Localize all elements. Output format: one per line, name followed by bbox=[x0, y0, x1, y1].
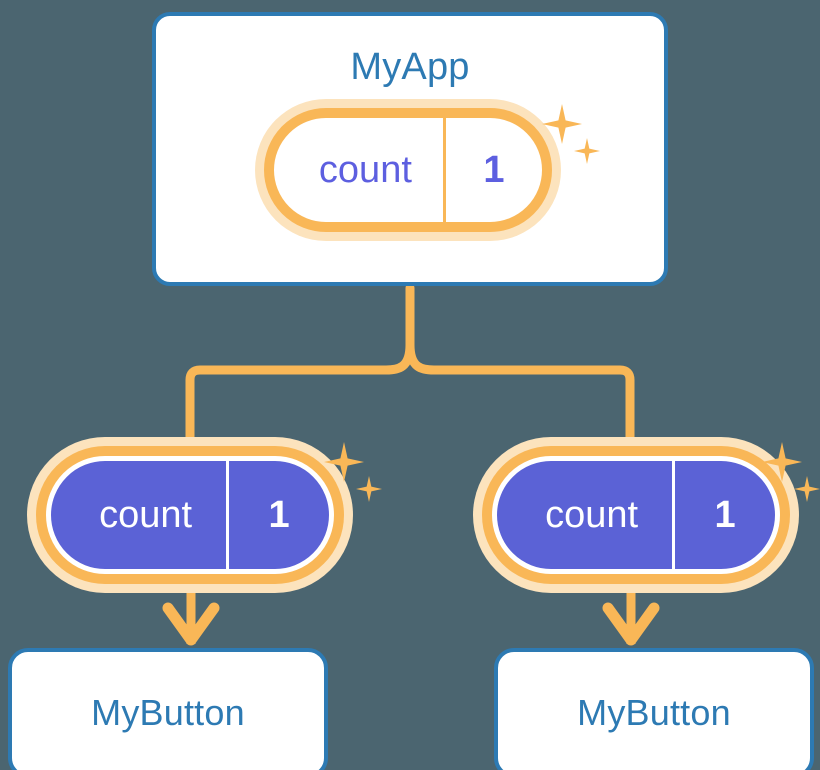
shared-state-pill-wrapper-right: count 1 bbox=[492, 456, 780, 574]
mybutton-component-card-right[interactable]: MyButton bbox=[494, 648, 814, 770]
app-state-pill-wrapper: count 1 bbox=[264, 108, 552, 232]
shared-state-pill-right[interactable]: count 1 bbox=[492, 456, 780, 574]
state-key-label: count bbox=[99, 493, 193, 536]
pill-divider bbox=[442, 118, 446, 222]
state-value-label: 1 bbox=[483, 148, 505, 191]
state-value-label: 1 bbox=[714, 493, 736, 536]
state-key-label: count bbox=[318, 148, 412, 191]
mybutton-label: MyButton bbox=[577, 692, 731, 733]
shared-state-pill-wrapper-left: count 1 bbox=[46, 456, 334, 574]
mybutton-component-card-left[interactable]: MyButton bbox=[8, 648, 328, 770]
page-title: MyApp bbox=[350, 46, 470, 88]
sparkle-small-icon bbox=[794, 476, 820, 502]
sparkle-small-icon bbox=[356, 476, 382, 502]
state-value-label: 1 bbox=[268, 493, 290, 536]
app-state-pill[interactable]: count 1 bbox=[264, 108, 552, 232]
pill-divider bbox=[226, 461, 230, 569]
pill-divider bbox=[672, 461, 676, 569]
state-key-label: count bbox=[545, 493, 639, 536]
shared-state-pill-left[interactable]: count 1 bbox=[46, 456, 334, 574]
mybutton-label: MyButton bbox=[91, 692, 245, 733]
